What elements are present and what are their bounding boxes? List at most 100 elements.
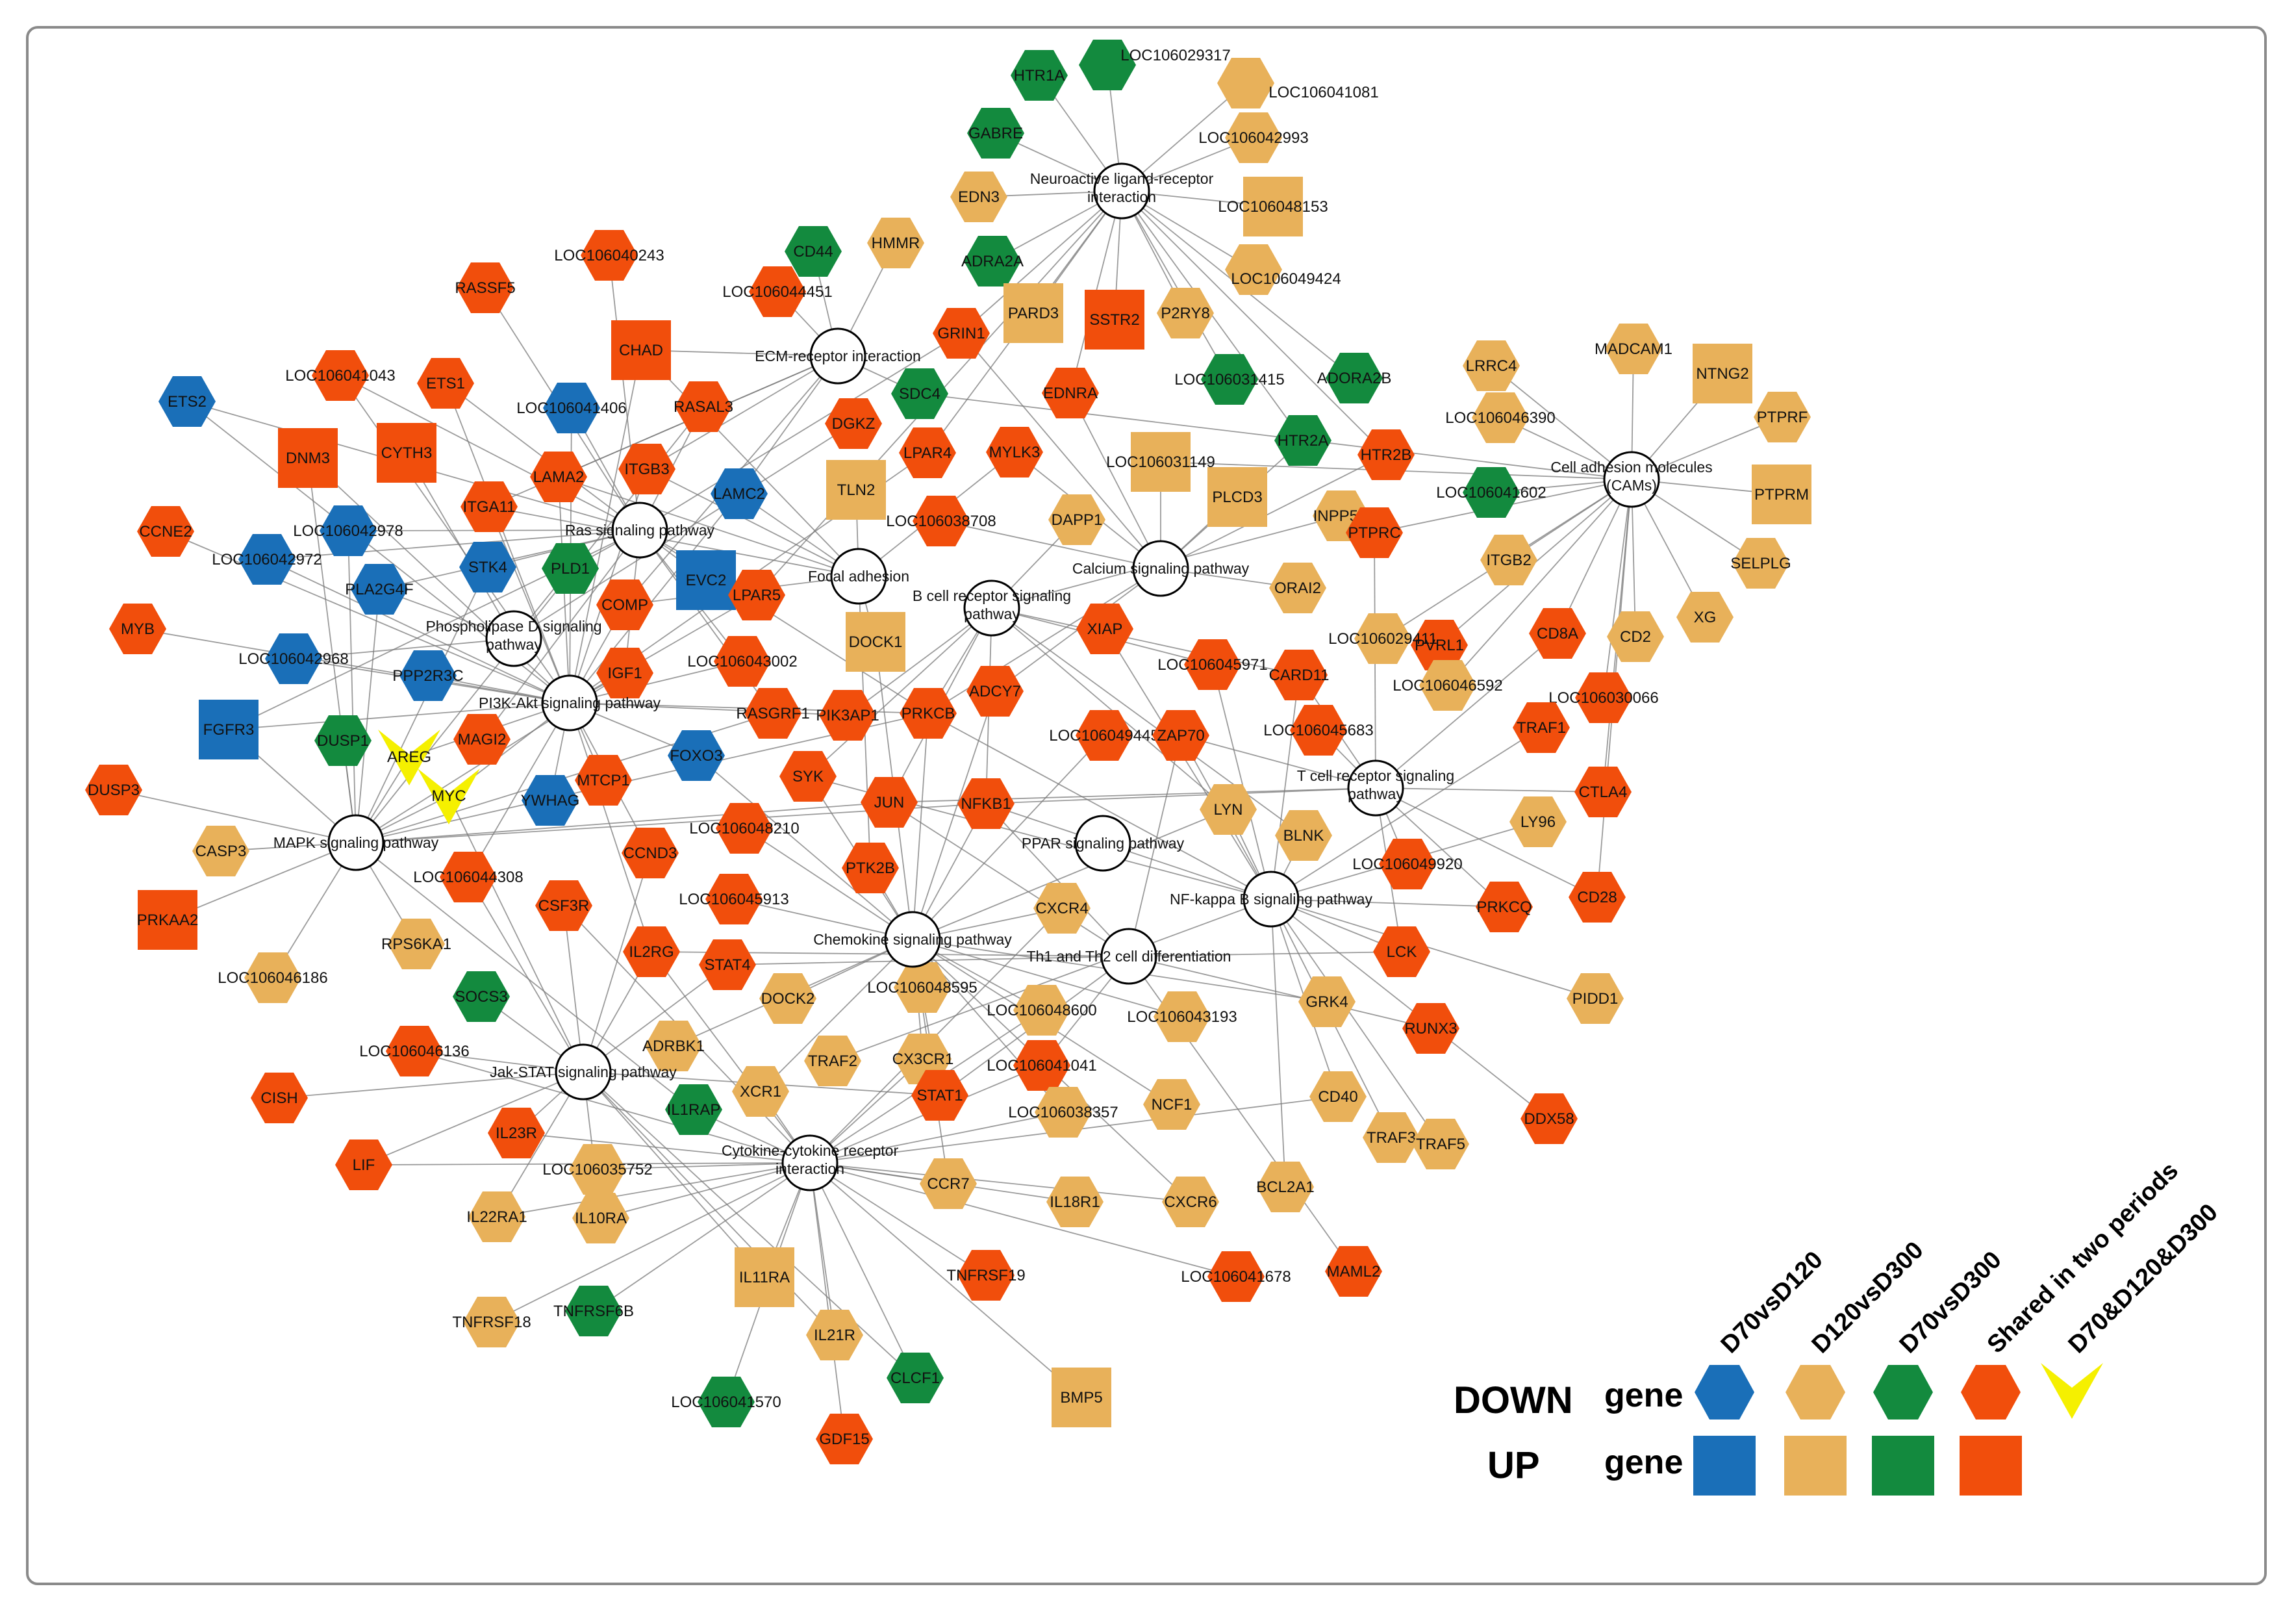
gene-node-cyth3: CYTH3 <box>377 423 436 483</box>
pathway-label: NF-kappa B signaling pathway <box>1170 891 1372 908</box>
gene-label: DUSP1 <box>317 732 369 750</box>
gene-label: PIDD1 <box>1572 990 1619 1008</box>
orange-hexagon-mark <box>460 481 518 532</box>
tan-hexagon-mark <box>804 1036 861 1086</box>
gene-node-ccr7: CCR7 <box>920 1158 977 1209</box>
blue-hexagon-mark <box>522 775 579 826</box>
gene-node-mylk3: MYLK3 <box>986 427 1043 477</box>
gene-node-ywhag: YWHAG <box>521 775 579 826</box>
edge-loc106045971-nfkb <box>1212 664 1272 900</box>
gene-node-dusp1: DUSP1 <box>314 715 372 766</box>
edge-cd28-tcell <box>1375 787 1598 898</box>
green-hexagon-mark <box>1274 415 1331 466</box>
pathway-circle <box>830 548 887 605</box>
gene-node-csf3r: CSF3R <box>535 880 592 931</box>
orange-hexagon-mark <box>699 939 756 990</box>
edge-itga11-focal <box>488 506 859 577</box>
gene-node-cxcr4: CXCR4 <box>1033 883 1091 934</box>
gene-label: CX3CR1 <box>892 1050 954 1068</box>
edge-bmp5-cytokine <box>809 1162 1082 1398</box>
edge-itga11-pi3k <box>488 506 570 704</box>
gene-label: LOC106048153 <box>1218 198 1328 216</box>
legend-green-hexagon <box>1873 1365 1933 1420</box>
gene-label: PLA2G4F <box>345 581 413 598</box>
gene-node-lyn: LYN <box>1200 784 1257 835</box>
gene-node-dnm3: DNM3 <box>278 428 338 488</box>
pathway-circle <box>1243 871 1300 928</box>
gene-node-pld1: PLD1 <box>542 543 599 594</box>
gene-node-tnfrsf6b: TNFRSF6B <box>553 1286 634 1336</box>
edge-grin1-neuro <box>961 190 1122 334</box>
gene-label: CASP3 <box>196 843 247 860</box>
blue-hexagon-mark <box>158 376 216 427</box>
gene-label: LPAR4 <box>903 444 952 462</box>
gene-node-cd40: CD40 <box>1309 1071 1367 1122</box>
gene-node-loc106046186: LOC106046186 <box>218 952 328 1003</box>
tan-hexagon-mark <box>569 1144 626 1195</box>
pathway-circle <box>963 579 1020 637</box>
tan-hexagon-mark <box>1269 563 1326 613</box>
orange-hexagon-mark <box>819 690 876 741</box>
edge-dusp3-mapk <box>113 789 357 843</box>
gene-label: RASSF5 <box>455 279 515 297</box>
gene-node-loc106043002: LOC106043002 <box>687 636 798 687</box>
tan-square-mark <box>1243 177 1303 236</box>
edge-il23r-cytokine <box>516 1132 811 1164</box>
gene-node-grk4: GRK4 <box>1298 976 1356 1027</box>
gene-label: JUN <box>874 794 905 811</box>
gene-node-zap70: ZAP70 <box>1152 710 1209 761</box>
gene-node-loc106042978: LOC106042978 <box>293 505 403 556</box>
gene-label: LOC106048595 <box>867 979 977 997</box>
edge-loc106046136-cytokine <box>414 1050 811 1164</box>
gene-node-loc106049424: LOC106049424 <box>1225 244 1341 295</box>
gene-node-loc106049445: LOC106049445 <box>1049 710 1159 761</box>
gene-node-xiap: XIAP <box>1076 604 1133 654</box>
gene-label: ADORA2B <box>1317 370 1392 387</box>
gene-node-prkcb: PRKCB <box>900 688 957 739</box>
edge-loc106045913-chemokine <box>733 898 913 940</box>
edge-ctla4-tcell <box>1375 787 1604 793</box>
gene-label: PARD3 <box>1008 305 1059 322</box>
gene-node-grin1: GRIN1 <box>933 308 990 359</box>
gene-node-cd8a: CD8A <box>1529 608 1586 659</box>
edge-tnfrsf18-cytokine <box>491 1162 811 1323</box>
gene-node-myb: MYB <box>109 604 166 654</box>
gene-label: PTPRC <box>1348 524 1400 542</box>
gene-label: IGF1 <box>607 665 642 682</box>
tan-hexagon-mark <box>1257 1162 1314 1212</box>
gene-node-lrrc4: LRRC4 <box>1463 340 1520 391</box>
pathway-node-th1: Th1 and Th2 cell differentiation <box>1027 928 1231 985</box>
tan-hexagon-mark <box>1309 1071 1367 1122</box>
gene-node-loc106043193: LOC106043193 <box>1127 991 1237 1042</box>
orange-hexagon-mark <box>1290 705 1347 756</box>
edge-pla2g4f-mapk <box>355 589 380 843</box>
orange-hexagon-mark <box>1575 672 1632 723</box>
edge-myb-pi3k <box>137 628 570 704</box>
pathway-circle <box>327 814 385 871</box>
gene-label: CSF3R <box>538 897 590 915</box>
gene-label: ADCY7 <box>969 683 1021 700</box>
tan-hexagon-mark <box>950 172 1007 222</box>
edge-itgb3-focal <box>646 468 859 577</box>
edge-zap70-tcell <box>1180 735 1376 789</box>
edge-grin1-calcium <box>961 333 1161 569</box>
pathway-label: Calcium signaling pathway <box>1072 560 1250 577</box>
blue-square-mark <box>199 700 259 759</box>
gene-label: GABRE <box>968 125 1023 142</box>
gene-label: ITGA11 <box>463 498 516 516</box>
gene-label: LOC106045683 <box>1263 722 1373 739</box>
gene-label: LOC106029317 <box>1120 47 1230 64</box>
orange-hexagon-mark <box>1373 926 1430 977</box>
legend-blue-hexagon <box>1695 1365 1754 1420</box>
tan-square-mark <box>1052 1368 1111 1427</box>
gene-label: PTK2B <box>846 859 895 877</box>
gene-label: LY96 <box>1520 813 1556 831</box>
pathway-node-calcium: Calcium signaling pathway <box>1072 540 1250 597</box>
gene-node-tnfrsf18: TNFRSF18 <box>452 1297 531 1347</box>
